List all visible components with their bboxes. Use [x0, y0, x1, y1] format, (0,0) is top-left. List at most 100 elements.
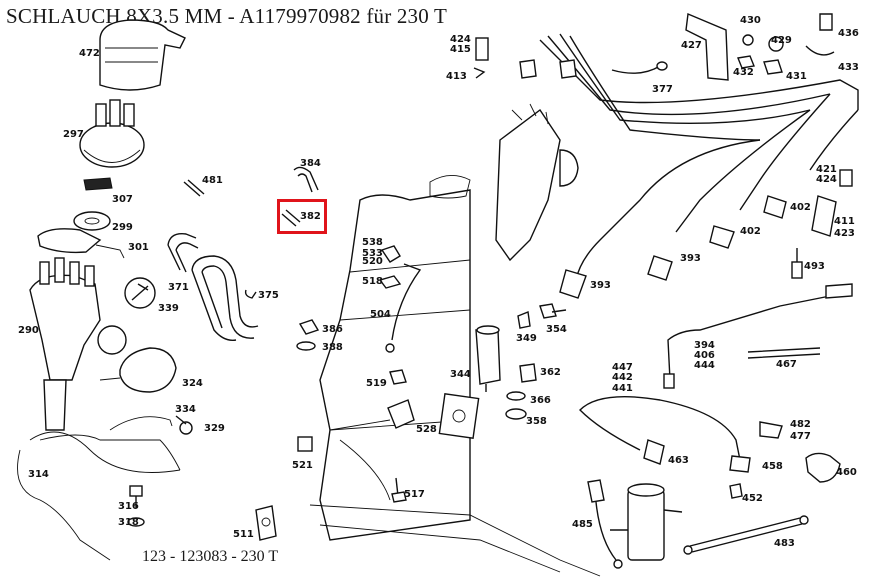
- bracket-427-436: [685, 12, 835, 81]
- part-label-481: 481: [202, 175, 223, 186]
- part-label-504: 504: [370, 309, 391, 320]
- part-label-329: 329: [204, 423, 225, 434]
- rotor: [83, 177, 113, 191]
- part-label-354: 354: [546, 324, 567, 335]
- part-label-424: 424: [450, 34, 471, 45]
- part-label-366: 366: [530, 395, 551, 406]
- part-label-538: 538: [362, 237, 383, 248]
- clamp-375: [244, 289, 257, 299]
- part-label-375: 375: [258, 290, 279, 301]
- part-label-452: 452: [742, 493, 763, 504]
- part-label-394: 394: [694, 340, 715, 351]
- part-label-493: 493: [804, 261, 825, 272]
- part-label-358: 358: [526, 416, 547, 427]
- hose-371: [167, 233, 199, 273]
- part-label-521: 521: [292, 460, 313, 471]
- cable-394-467: [663, 283, 853, 389]
- screw-329: [175, 415, 193, 435]
- part-label-301: 301: [128, 242, 149, 253]
- bracket-511: [255, 505, 277, 541]
- wire-485: [587, 479, 623, 569]
- part-label-433: 433: [838, 62, 859, 73]
- nuts-386-388: [296, 319, 320, 351]
- bolt-354: [517, 303, 567, 329]
- part-label-467: 467: [776, 359, 797, 370]
- part-label-413: 413: [446, 71, 467, 82]
- cable-483: [683, 515, 809, 555]
- part-label-388: 388: [322, 342, 343, 353]
- part-label-517: 517: [404, 489, 425, 500]
- part-label-458: 458: [762, 461, 783, 472]
- engine-block: [309, 175, 601, 577]
- part-label-307: 307: [112, 194, 133, 205]
- part-label-371: 371: [168, 282, 189, 293]
- connector-377: [611, 61, 668, 74]
- part-label-402: 402: [740, 226, 761, 237]
- part-label-519: 519: [366, 378, 387, 389]
- distributor-assembly: [17, 257, 181, 561]
- part-label-442: 442: [612, 372, 633, 383]
- part-label-362: 362: [540, 367, 561, 378]
- part-label-518: 518: [362, 276, 383, 287]
- part-label-441: 441: [612, 383, 633, 394]
- plug-521: [297, 436, 313, 452]
- part-label-460: 460: [836, 467, 857, 478]
- part-label-444: 444: [694, 360, 715, 371]
- part-label-482: 482: [790, 419, 811, 430]
- part-label-429: 429: [771, 35, 792, 46]
- part-label-431: 431: [786, 71, 807, 82]
- bolt-517: [391, 477, 407, 503]
- breaker-plate: [37, 228, 125, 259]
- fittings-362-358: [505, 363, 537, 420]
- part-label-485: 485: [572, 519, 593, 530]
- plug-421: [791, 169, 853, 279]
- part-label-483: 483: [774, 538, 795, 549]
- vacuum-unit: [99, 347, 177, 393]
- part-label-427: 427: [681, 40, 702, 51]
- part-labels: 4722973072993014813843822903713753393243…: [18, 15, 859, 549]
- tube-481: [183, 179, 205, 197]
- part-label-406: 406: [694, 350, 715, 361]
- bracket-528: [329, 399, 415, 431]
- nuts-538-520: [378, 245, 402, 289]
- hose-large-loop: [191, 255, 259, 341]
- ignition-lead-458-463: [579, 396, 841, 483]
- wire-clips-424-413: [473, 37, 577, 79]
- part-label-318: 318: [118, 517, 139, 528]
- screws-316-318: [127, 485, 145, 527]
- part-label-447: 447: [612, 362, 633, 373]
- part-label-299: 299: [112, 222, 133, 233]
- part-label-421: 421: [816, 164, 837, 175]
- wire-lead-334: [39, 416, 181, 471]
- sensor-504: [385, 263, 422, 353]
- ignition-coil: [610, 483, 683, 561]
- part-label-415: 415: [450, 44, 471, 55]
- bolt-452: [729, 483, 743, 499]
- part-label-477: 477: [790, 431, 811, 442]
- part-label-520: 520: [362, 256, 383, 267]
- part-label-316: 316: [118, 501, 139, 512]
- part-label-533: 533: [362, 248, 383, 259]
- part-label-344: 344: [450, 369, 471, 380]
- part-label-423: 423: [834, 228, 855, 239]
- part-label-436: 436: [838, 28, 859, 39]
- part-label-402: 402: [790, 202, 811, 213]
- sensor-344: [475, 325, 501, 392]
- part-label-382: 382: [300, 211, 321, 222]
- distributor-cap: [79, 99, 145, 168]
- highlighted-part-box[interactable]: [277, 199, 327, 234]
- part-label-411: 411: [834, 216, 855, 227]
- part-label-430: 430: [740, 15, 761, 26]
- part-label-349: 349: [516, 333, 537, 344]
- part-label-386: 386: [322, 324, 343, 335]
- part-label-339: 339: [158, 303, 179, 314]
- hose-384: [293, 166, 319, 193]
- part-label-297: 297: [63, 129, 84, 140]
- part-label-393: 393: [590, 280, 611, 291]
- wrench-icon: [124, 277, 156, 309]
- part-label-384: 384: [300, 158, 321, 169]
- distributor-cap-cover: [99, 19, 186, 91]
- page-title: SCHLAUCH 8X3.5 MM - A1179970982 für 230 …: [6, 4, 448, 28]
- page-footer: 123 - 123083 - 230 T: [142, 548, 279, 565]
